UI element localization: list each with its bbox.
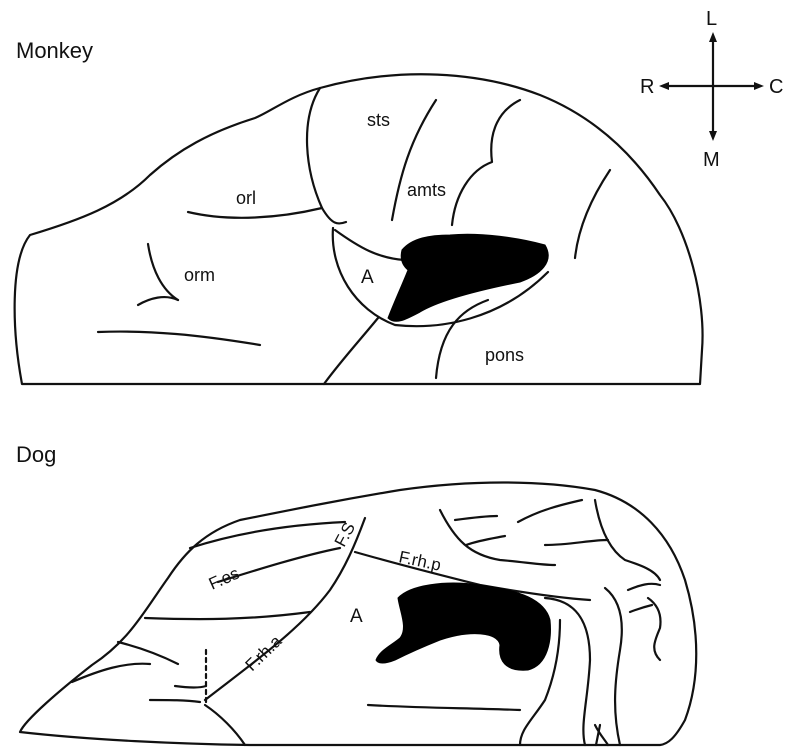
- monkey-sulcus-bottom: [98, 332, 260, 345]
- dog-label-fes: F.es: [206, 564, 242, 594]
- monkey-label-sts: sts: [367, 110, 390, 130]
- dog-sulcus-dorsal-3: [518, 500, 582, 522]
- monkey-label-orm: orm: [184, 265, 215, 285]
- dog-sulcus-dorsal-4: [545, 540, 608, 545]
- compass-arrow-left-icon: [659, 82, 669, 90]
- dog-sulcus-dorsal-1: [455, 516, 497, 520]
- dog-title: Dog: [16, 442, 56, 467]
- compass-label-lateral: L: [706, 8, 717, 30]
- monkey-sulcus-lower-1: [324, 318, 378, 384]
- dog-sulcus-rostral-3: [175, 686, 206, 688]
- monkey-brain-outline: [15, 74, 703, 384]
- monkey-sulcus-caudal: [575, 170, 610, 258]
- monkey-label-pons: pons: [485, 345, 524, 365]
- dog-label-frha: F.rh.a: [242, 631, 286, 675]
- dog-lesion: [376, 583, 550, 670]
- monkey-sulcus-orm: [148, 244, 178, 300]
- compass-arrow-down-icon: [709, 131, 717, 141]
- dog-caudal-ring-3: [605, 588, 622, 745]
- monkey-label-orl: orl: [236, 188, 256, 208]
- dog-caudal-sulcus-3: [630, 605, 652, 612]
- monkey-sulcus-lower-2: [436, 300, 488, 378]
- monkey-sulcus-orl: [188, 208, 322, 218]
- monkey-lesion: [388, 234, 548, 321]
- compass-arrow-up-icon: [709, 32, 717, 42]
- orientation-compass: L M R C: [640, 8, 783, 171]
- compass-label-medial: M: [703, 149, 720, 171]
- dog-sulcus-dorsal-2: [466, 536, 505, 545]
- compass-arrow-right-icon: [754, 82, 764, 90]
- dog-sulcus-ventral: [368, 705, 520, 710]
- dog-sulcus-orbital: [145, 612, 310, 619]
- monkey-label-a: A: [361, 267, 374, 288]
- monkey-panel: Monkey sts amts orl orm A pons: [15, 38, 703, 384]
- dog-caudal-ring-1: [545, 598, 590, 745]
- compass-label-rostral: R: [640, 76, 654, 98]
- dog-label-frhp: F.rh.p: [397, 547, 443, 574]
- dog-sulcus-rostral-2: [118, 642, 178, 664]
- dog-sulcus-rostral-5: [205, 705, 245, 745]
- dog-sulcus-upper: [190, 522, 345, 548]
- monkey-title: Monkey: [16, 38, 93, 63]
- monkey-sulcus-orm-branch: [138, 297, 178, 305]
- monkey-amygdala-top: [335, 230, 404, 260]
- monkey-label-amts: amts: [407, 180, 446, 200]
- dog-label-a: A: [350, 606, 363, 627]
- dog-caudal-sulcus-2: [648, 598, 661, 660]
- dog-sulcus-rostral-4: [150, 700, 200, 702]
- compass-label-caudal: C: [769, 76, 783, 98]
- dog-caudal-sulcus-1: [628, 584, 660, 590]
- dog-panel: Dog: [16, 442, 696, 745]
- monkey-temporal-boundary: [307, 88, 346, 224]
- monkey-sulcus-sts: [392, 100, 436, 220]
- monkey-sulcus-amts: [452, 100, 520, 225]
